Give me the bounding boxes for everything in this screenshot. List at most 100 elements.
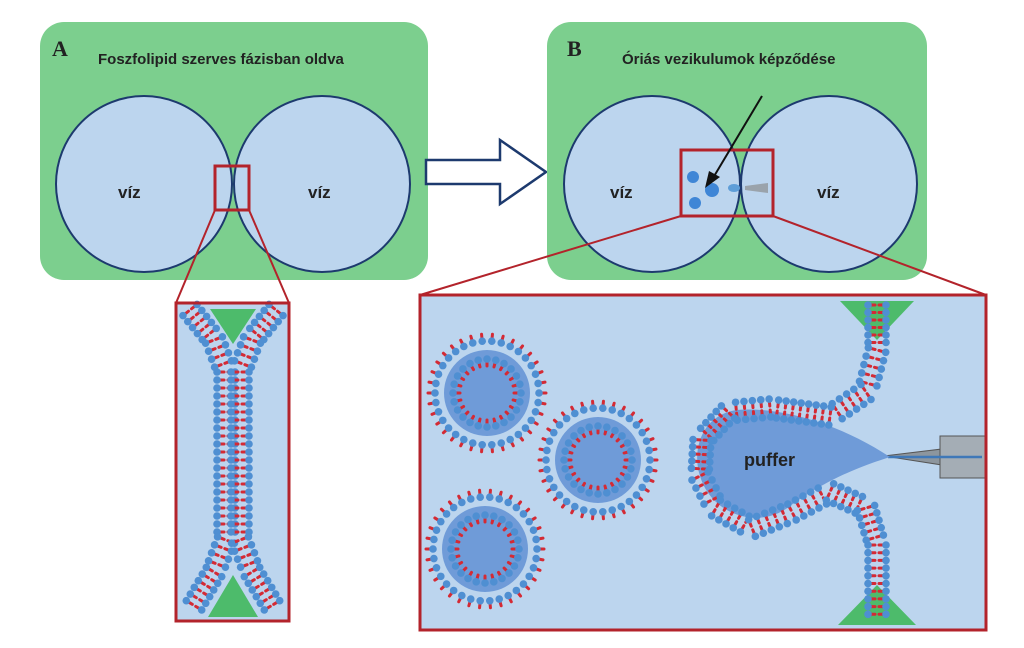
bilayer-right-head (245, 416, 253, 424)
bilayer-right-head (252, 592, 261, 601)
membrane-head (882, 548, 890, 557)
vesicle-3-lipid-head (504, 591, 512, 600)
bilayer-left-head (213, 520, 221, 528)
vesicle-2-lipid-head (617, 502, 625, 511)
bilayer-right-head (259, 570, 268, 578)
membrane-head (858, 492, 867, 501)
membrane-head (688, 476, 696, 484)
membrane-head (725, 419, 734, 428)
vesicle-3-lipid-head (505, 521, 513, 529)
bilayer-right-head (250, 549, 259, 557)
membrane-head (804, 400, 813, 408)
bilayer-right-head (260, 306, 268, 315)
bilayer-right-head (227, 448, 235, 456)
process-arrow (424, 137, 549, 207)
membrane-head (708, 476, 716, 484)
membrane-head (882, 602, 890, 611)
mini-nozzle-icon (745, 183, 768, 193)
vesicle-1-lipid-head (466, 418, 474, 427)
membrane-head (864, 308, 872, 317)
bilayer-right-head (245, 472, 253, 480)
vesicle-2-lipid-head (638, 428, 647, 437)
bilayer-left-head (213, 464, 221, 472)
membrane-head (882, 564, 890, 572)
membrane-head (829, 499, 838, 508)
bilayer-right-head (227, 400, 235, 408)
vesicle-1-lipid-head (514, 430, 523, 439)
membrane-head (807, 508, 816, 516)
bilayer-left-head (224, 555, 233, 563)
bilayer-right-head (227, 416, 235, 424)
membrane-head (783, 519, 792, 528)
membrane-head (882, 610, 890, 619)
bilayer-right-head (245, 424, 253, 432)
membrane-head (810, 419, 818, 427)
membrane-head (741, 415, 750, 424)
vesicle-1-lipid-head (512, 406, 521, 414)
membrane-head (835, 395, 844, 403)
small-vesicle-forming (728, 184, 740, 192)
bilayer-right-head (250, 355, 259, 363)
bilayer-left-head (221, 341, 230, 349)
vesicle-1-lipid-head (460, 435, 468, 444)
oil-wedge-bottom (208, 575, 258, 617)
membrane-head (765, 395, 773, 403)
bilayer-right-head (230, 547, 239, 555)
vesicle-highlight-box-b (679, 148, 775, 218)
bilayer-right-head (255, 563, 264, 572)
membrane-head (704, 468, 712, 476)
bilayer-left-head (202, 312, 211, 321)
vesicle-2-lipid-head (627, 464, 635, 473)
bilayer-left-head (221, 563, 230, 571)
bilayer-right-head (247, 541, 256, 549)
membrane-head (837, 483, 845, 491)
vesicle-1-lipid-head (534, 379, 542, 388)
vesicle-2-lipid-head (579, 406, 588, 414)
vesicle-3-lipid-head (504, 498, 512, 507)
vesicle-2-lipid-head (611, 426, 619, 435)
vesicle-3-lipid-head (449, 586, 458, 595)
vesicle-3-lipid-head (498, 515, 506, 524)
membrane-head (845, 410, 854, 418)
vesicle-3-lipid-head (505, 569, 513, 577)
bilayer-right-head (275, 596, 284, 605)
membrane-head (860, 360, 868, 369)
membrane-head (707, 512, 716, 520)
membrane-head (881, 348, 890, 357)
bilayer-right-head (245, 464, 253, 472)
bilayer-right-head (260, 606, 269, 614)
bilayer-lipids (179, 300, 287, 614)
bilayer-right-head (227, 472, 235, 480)
membrane-head (864, 564, 872, 572)
vesicle-2-lipid-head (543, 446, 551, 455)
membrane-head (689, 435, 697, 444)
membrane-head (752, 512, 761, 521)
membrane-head (859, 400, 868, 409)
membrane-head (827, 403, 835, 411)
vesicle-1-lipid-head (517, 389, 525, 397)
membrane-head (687, 464, 696, 473)
vesicle-3-lipid-head (442, 580, 451, 588)
vesicle-2-lipid-head (625, 414, 634, 423)
vesicle-3-lipid-head (457, 521, 465, 529)
bilayer-left-head (213, 579, 222, 588)
water-label-left-b: víz (610, 183, 633, 202)
vesicle-3-lipid-head (449, 503, 458, 512)
panel-a-title: Foszfolipid szerves fázisban oldva (98, 51, 345, 68)
bilayer-left-head (198, 306, 206, 315)
oil-wedge-top-b (840, 301, 914, 340)
membrane-head (838, 414, 846, 423)
panel-b-title: Óriás vezikulumok képződése (622, 50, 835, 68)
vesicle-2-lipid-head (571, 409, 579, 418)
vesicle-2-lipid-head (646, 456, 654, 464)
vesicle-2-lipid-head (564, 473, 573, 481)
water-label-left-a: víz (118, 183, 141, 202)
vesicle-3-lipid-head (464, 574, 472, 583)
membrane-head (717, 402, 726, 410)
bilayer-detail (174, 300, 291, 623)
vesicle-1-lipid-head (460, 342, 468, 351)
vesicle-1-lipid-head (506, 342, 514, 351)
bilayer-left-head (205, 592, 214, 601)
membrane-head (767, 413, 775, 421)
zoom-connector-a (175, 209, 290, 304)
